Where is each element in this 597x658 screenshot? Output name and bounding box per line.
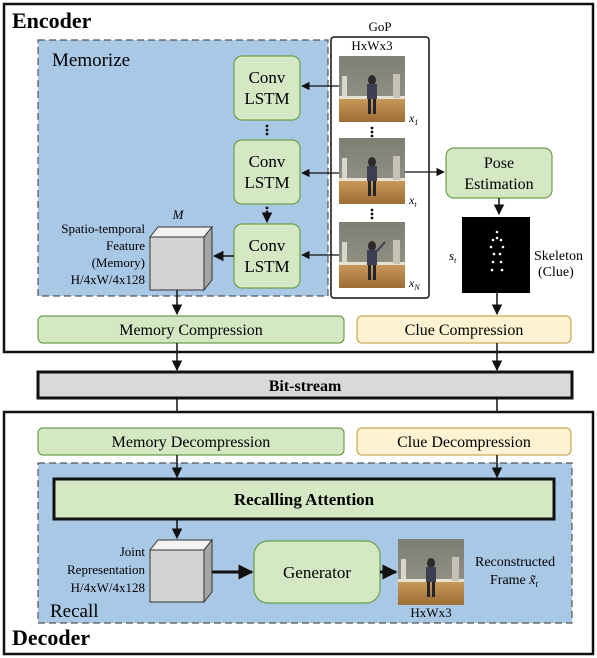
svg-text:Generator: Generator bbox=[283, 563, 351, 582]
joint-line-1: Joint bbox=[120, 544, 146, 559]
convlstm-ellipsis-1 bbox=[265, 124, 269, 136]
frame-image-1 bbox=[339, 56, 405, 122]
clue-compression-box: Clue Compression bbox=[356, 315, 572, 344]
encoder-title: Encoder bbox=[12, 8, 92, 33]
skeleton-label-2: (Clue) bbox=[538, 265, 574, 280]
feature-line-1: Spatio-temporal bbox=[61, 221, 145, 236]
decoder-title: Decoder bbox=[12, 625, 90, 650]
skeleton-image bbox=[462, 217, 530, 293]
recall-label: Recall bbox=[50, 601, 99, 622]
frame-label-1: x1 bbox=[408, 111, 418, 127]
svg-text:Estimation: Estimation bbox=[464, 176, 533, 193]
svg-text:LSTM: LSTM bbox=[244, 257, 289, 276]
convlstm-box-2: Conv LSTM bbox=[233, 139, 301, 205]
svg-text:Memory Compression: Memory Compression bbox=[119, 322, 263, 339]
recalling-attention-box: Recalling Attention bbox=[52, 477, 556, 521]
svg-text:Bit-stream: Bit-stream bbox=[269, 378, 342, 395]
frame-label-n: xN bbox=[408, 276, 420, 292]
memory-compression-box: Memory Compression bbox=[37, 315, 345, 344]
skeleton-symbol: st bbox=[449, 248, 457, 265]
convlstm-box-1: Conv LSTM bbox=[233, 55, 301, 121]
svg-text:Pose: Pose bbox=[484, 155, 514, 172]
svg-text:Clue Decompression: Clue Decompression bbox=[397, 434, 531, 451]
frame-image-t bbox=[339, 138, 405, 204]
memory-cube bbox=[148, 225, 214, 292]
pose-estimation-box: Pose Estimation bbox=[445, 147, 553, 199]
clue-decompression-box: Clue Decompression bbox=[356, 427, 572, 456]
joint-line-2: Representation bbox=[67, 562, 145, 577]
svg-text:Conv: Conv bbox=[249, 68, 286, 87]
reconstructed-label-1: Reconstructed bbox=[475, 555, 555, 570]
joint-line-3: H/4xW/4x128 bbox=[71, 580, 145, 595]
frame-ellipsis-2 bbox=[370, 208, 374, 220]
feature-line-2: Feature bbox=[106, 238, 145, 253]
svg-text:Recalling Attention: Recalling Attention bbox=[234, 490, 375, 509]
svg-text:LSTM: LSTM bbox=[244, 89, 289, 108]
joint-cube bbox=[148, 538, 214, 604]
reconstructed-label-2: Frame x̃t bbox=[490, 573, 538, 589]
frame-image-n bbox=[339, 222, 405, 288]
memorize-label: Memorize bbox=[52, 50, 130, 71]
frame-label-t: xt bbox=[408, 193, 417, 209]
svg-text:Conv: Conv bbox=[249, 236, 286, 255]
svg-text:LSTM: LSTM bbox=[244, 173, 289, 192]
memory-symbol: M bbox=[172, 207, 185, 222]
svg-text:Conv: Conv bbox=[249, 152, 286, 171]
feature-line-3: (Memory) bbox=[92, 255, 145, 270]
convlstm-box-3: Conv LSTM bbox=[233, 223, 301, 289]
skeleton-label-1: Skeleton bbox=[534, 249, 583, 264]
svg-text:Memory Decompression: Memory Decompression bbox=[112, 434, 271, 451]
generator-box: Generator bbox=[253, 540, 381, 604]
gop-dims: HxWx3 bbox=[351, 38, 392, 53]
bitstream-bar: Bit-stream bbox=[36, 370, 574, 400]
feature-line-4: H/4xW/4x128 bbox=[71, 272, 145, 287]
memory-decompression-box: Memory Decompression bbox=[37, 427, 345, 456]
skeleton-keypoints bbox=[489, 230, 505, 272]
svg-text:Clue Compression: Clue Compression bbox=[405, 322, 524, 339]
reconstructed-frame-image bbox=[398, 539, 464, 605]
output-dims: HxWx3 bbox=[410, 605, 451, 620]
raised-arm bbox=[375, 241, 386, 253]
gop-label: GoP bbox=[368, 19, 391, 34]
frame-ellipsis-1 bbox=[370, 126, 374, 138]
